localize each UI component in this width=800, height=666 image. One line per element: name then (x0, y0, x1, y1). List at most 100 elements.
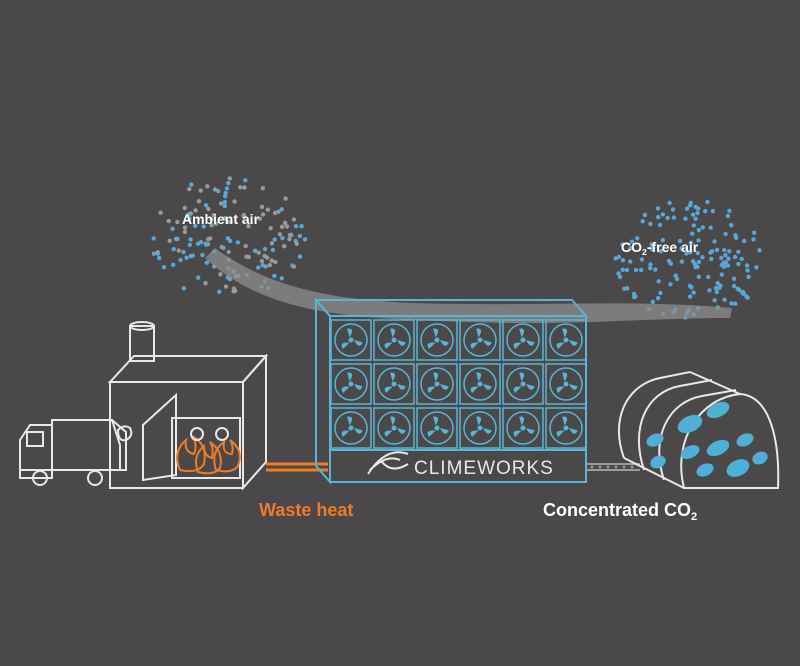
air-particle (206, 206, 211, 212)
air-particle (648, 221, 653, 227)
air-particle (272, 210, 278, 216)
air-particle (648, 262, 653, 267)
air-particle (721, 264, 727, 269)
air-particle (613, 256, 618, 261)
air-particle (268, 226, 273, 231)
air-particle (722, 297, 727, 302)
air-particle (712, 298, 717, 303)
eggplant-icon (726, 459, 750, 477)
air-particle (226, 181, 231, 186)
air-particle (198, 188, 203, 193)
air-particle (299, 224, 304, 229)
fan-icon (545, 319, 587, 361)
air-particle (173, 236, 179, 241)
air-particle (188, 253, 193, 259)
air-particle (259, 258, 265, 264)
co2-free-subscript: 2 (642, 247, 647, 258)
air-particle (687, 283, 693, 289)
air-particle (660, 238, 665, 243)
air-particle (684, 251, 689, 256)
air-particle (188, 237, 193, 242)
air-particle (265, 255, 270, 260)
eggplant-icon (706, 439, 730, 457)
air-particle (232, 199, 237, 204)
air-particle (710, 249, 715, 254)
co2-particle (590, 465, 594, 469)
air-particle (679, 259, 685, 264)
air-particle (707, 288, 712, 293)
air-particle (656, 214, 661, 220)
air-particle (723, 231, 728, 237)
air-particle (178, 257, 183, 263)
air-particle (727, 208, 732, 214)
air-particle (219, 244, 224, 250)
air-particle (242, 185, 247, 190)
air-particle (695, 210, 700, 216)
air-particle (193, 223, 198, 228)
air-particle (246, 224, 251, 229)
air-particle (709, 256, 714, 262)
air-particle (224, 186, 230, 191)
air-particle (684, 206, 690, 211)
air-particle (161, 265, 167, 270)
air-particle (283, 196, 288, 201)
air-particle (155, 250, 160, 255)
air-particle (624, 267, 630, 273)
air-particle (658, 290, 663, 296)
co2-pipe (586, 463, 640, 471)
air-particle (217, 289, 222, 294)
air-particle (273, 259, 278, 265)
fan-grid (330, 319, 587, 449)
air-particle (158, 210, 163, 215)
air-particle (691, 290, 696, 295)
air-particle (650, 299, 655, 304)
air-particle (216, 188, 221, 194)
climeworks-swoosh-icon (367, 451, 409, 475)
air-particle (713, 285, 719, 291)
air-particle (222, 199, 227, 205)
fan-icon (459, 407, 501, 449)
air-particle (690, 212, 696, 217)
fan-icon (459, 363, 501, 405)
air-particle (690, 231, 695, 236)
co2-collector-unit (313, 297, 589, 485)
air-particle (688, 240, 694, 245)
air-particle (751, 237, 756, 242)
eggplant-icon (646, 433, 664, 447)
fan-icon (330, 363, 372, 405)
air-particle (282, 244, 287, 249)
eggplant-icon (736, 433, 754, 447)
air-particle (279, 276, 284, 281)
air-particle (616, 254, 622, 260)
air-particle (269, 258, 274, 263)
air-particle (287, 236, 292, 242)
air-particle (276, 209, 281, 214)
fan-icon (330, 319, 372, 361)
air-particle (660, 212, 665, 217)
air-particle (696, 206, 701, 211)
air-particle (256, 250, 261, 255)
air-particle (257, 216, 263, 221)
co2-particle (622, 465, 626, 469)
air-particle (205, 184, 210, 189)
air-particle (225, 236, 231, 241)
air-particle (243, 178, 248, 183)
air-particle (656, 296, 661, 301)
air-particle (731, 276, 737, 281)
air-particle (703, 209, 708, 214)
eggplant-icon (706, 401, 730, 419)
air-particle (628, 246, 633, 251)
air-particle (616, 271, 621, 276)
air-particle (700, 255, 705, 260)
air-particle (223, 194, 228, 199)
air-particle (752, 230, 757, 235)
air-particle (203, 281, 208, 286)
fan-icon (502, 407, 544, 449)
air-particle (696, 238, 701, 243)
air-particle (269, 241, 275, 246)
air-particle (196, 199, 202, 204)
air-particle (260, 212, 266, 217)
air-particle (196, 275, 201, 280)
air-particle (238, 185, 243, 190)
air-particle (211, 213, 216, 218)
